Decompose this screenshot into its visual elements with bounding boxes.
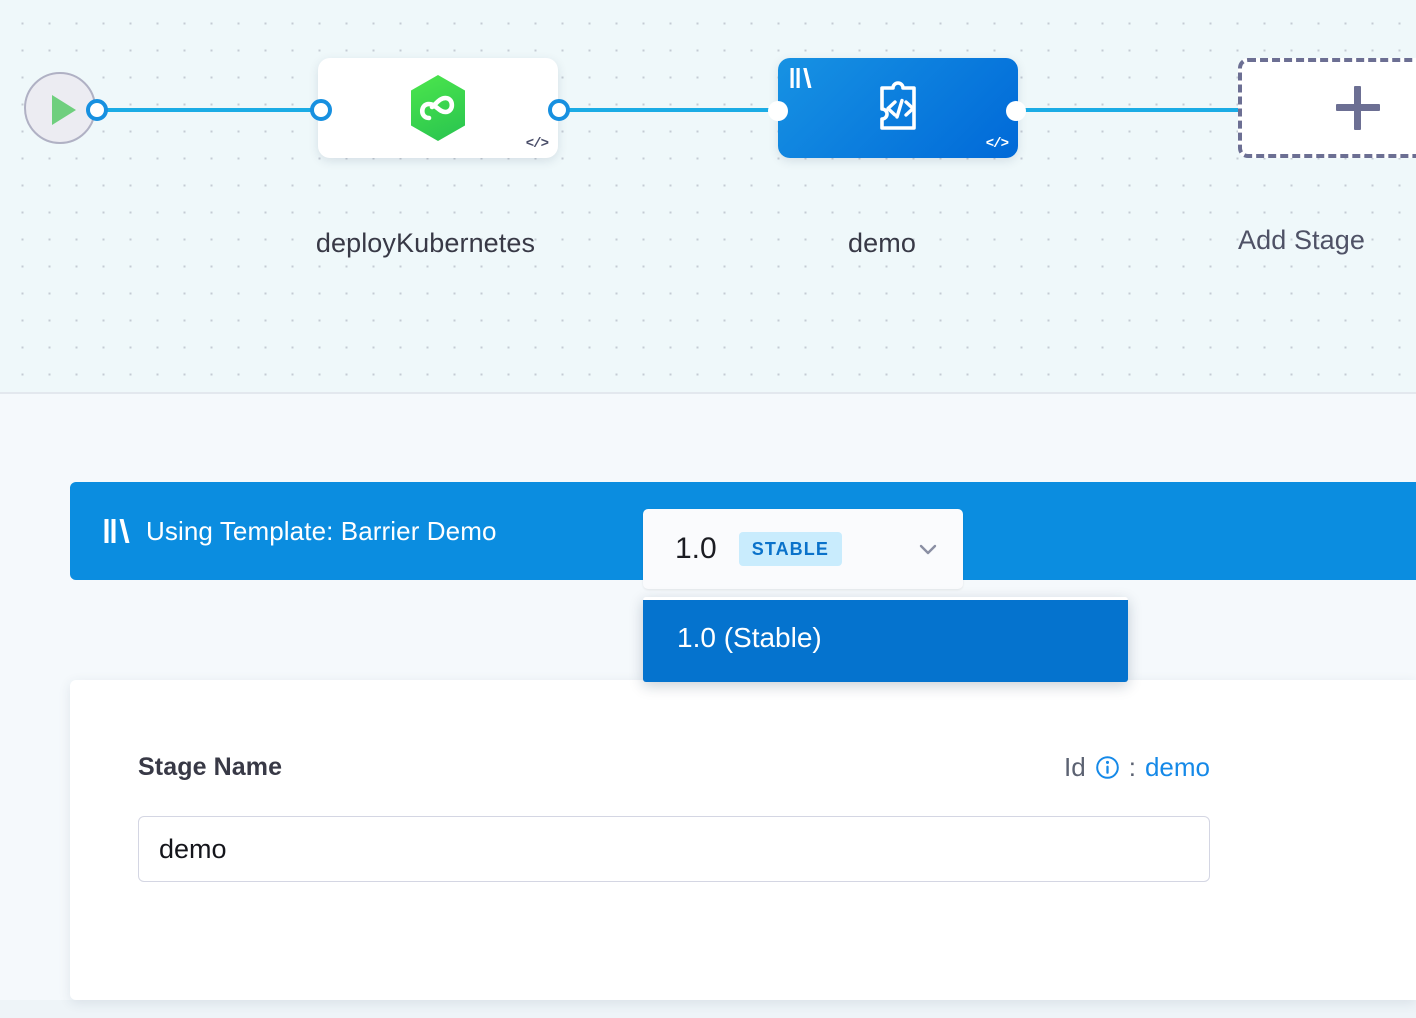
- template-version-select[interactable]: 1.0 STABLE: [643, 509, 963, 589]
- stage-configuration-card: Stage Name Id : demo: [70, 680, 1416, 1000]
- stage-node-deploykubernetes[interactable]: </>: [318, 58, 558, 158]
- version-option-1-0-stable[interactable]: 1.0 (Stable): [677, 622, 822, 653]
- using-template-label: Using Template: Barrier Demo: [146, 515, 497, 546]
- port-demo-input[interactable]: [768, 101, 788, 121]
- template-version-dropdown-menu[interactable]: 1.0 (Stable): [643, 597, 1128, 682]
- stage-id-separator: :: [1128, 752, 1136, 782]
- code-brackets-icon: </>: [525, 136, 549, 152]
- template-version-value: 1.0: [675, 532, 717, 565]
- stage-label-deploykubernetes: deployKubernetes: [315, 228, 536, 258]
- play-icon: [52, 95, 76, 125]
- stage-id-value: demo: [1144, 752, 1210, 782]
- stage-name-field-header: Stage Name Id : demo: [138, 752, 1210, 783]
- add-stage-button[interactable]: [1238, 58, 1416, 158]
- pipeline-start-node[interactable]: [24, 72, 96, 144]
- add-stage-label: Add Stage: [1238, 225, 1366, 255]
- code-brackets-icon: </>: [985, 136, 1009, 152]
- connector-edge-start-to-deploy: [96, 108, 328, 112]
- harness-cd-hexagon-icon: [411, 75, 465, 141]
- stage-node-demo[interactable]: </>: [778, 58, 1018, 158]
- template-code-puzzle-icon: [880, 81, 916, 130]
- template-version-status-badge: STABLE: [738, 532, 842, 566]
- canvas-divider: [0, 392, 1416, 394]
- stage-name-label: Stage Name: [138, 753, 283, 781]
- info-circle-icon[interactable]: [1095, 755, 1120, 780]
- port-demo-output[interactable]: [1006, 101, 1026, 121]
- stage-id-group: Id : demo: [1064, 752, 1210, 783]
- connector-edge-deploy-to-demo: [552, 108, 790, 112]
- template-bars-icon: [104, 519, 130, 543]
- connector-edge-demo-to-add: [1008, 108, 1248, 112]
- port-deploy-output[interactable]: [548, 99, 570, 121]
- chevron-down-icon[interactable]: [915, 536, 941, 562]
- pipeline-canvas[interactable]: </> </> deployKubernetes demo Add Stage: [0, 0, 1416, 392]
- template-bars-icon: [790, 68, 812, 88]
- panel-bottom-strip: [0, 1000, 1416, 1018]
- port-start-output[interactable]: [86, 99, 108, 121]
- port-deploy-input[interactable]: [310, 99, 332, 121]
- plus-icon: [1335, 85, 1381, 131]
- stage-id-key-label: Id: [1064, 752, 1086, 782]
- stage-name-input[interactable]: [138, 816, 1210, 882]
- stage-label-demo: demo: [848, 228, 916, 258]
